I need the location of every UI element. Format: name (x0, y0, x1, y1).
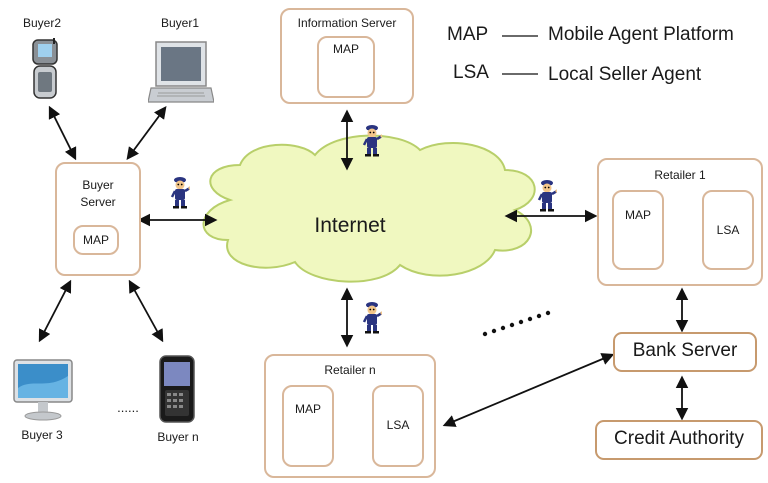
credit-authority-label: Credit Authority (614, 428, 744, 449)
arrow-buyer2-buyerserver (48, 105, 77, 161)
buyer-server-line1: Buyer (82, 178, 114, 192)
retailern-title: Retailer n (324, 363, 376, 377)
retailer1-map-box (612, 190, 664, 270)
bank-server-box (613, 332, 757, 372)
buyern-label: Buyer n (157, 430, 199, 444)
legend-lsa-abbr: LSA (453, 62, 489, 83)
retailers-ellipsis-dots (482, 310, 551, 337)
information-server-map-label: MAP (332, 42, 359, 56)
flip-phone-icon (30, 38, 60, 105)
information-server-map-box (317, 36, 375, 98)
legend-map-full: Mobile Agent Platform (548, 24, 734, 45)
bank-server-label: Bank Server (632, 340, 738, 361)
retailern-lsa-label: LSA (386, 418, 410, 432)
legend-lsa-full: Local Seller Agent (548, 64, 702, 85)
devices-ellipsis: ...... (117, 400, 139, 415)
internet-label: Internet (314, 214, 386, 237)
internet-cloud-icon (202, 134, 536, 283)
mobile-agent-icon (537, 178, 557, 212)
buyer-server-map-label: MAP (82, 233, 109, 247)
legend-map-abbr: MAP (447, 24, 489, 45)
retailern-lsa-box (372, 385, 424, 467)
buyer1-label: Buyer1 (160, 16, 200, 30)
arrow-retailern-bank (442, 353, 615, 427)
buyer-server-box (55, 162, 141, 276)
buyer-server-line2: Server (80, 195, 116, 209)
monitor-icon (12, 358, 74, 427)
retailer1-lsa-box (702, 190, 754, 270)
retailer1-title: Retailer 1 (654, 168, 706, 182)
retailern-map-box (282, 385, 334, 467)
buyer2-label: Buyer2 (22, 16, 62, 30)
retailer1-map-label: MAP (624, 208, 651, 222)
laptop-icon (147, 38, 215, 111)
arrow-buyer1-buyerserver (126, 105, 167, 161)
information-server-title: Information Server (297, 16, 397, 30)
smartphone-icon (158, 354, 196, 431)
mobile-agent-icon (170, 175, 190, 209)
credit-authority-box (595, 420, 763, 460)
arrow-buyerserver-buyern (128, 279, 164, 343)
buyer3-label: Buyer 3 (21, 428, 63, 442)
mobile-agent-icon (362, 300, 382, 334)
retailer1-lsa-label: LSA (716, 223, 740, 237)
buyer-server-map-box (73, 225, 119, 255)
arrow-buyerserver-buyer3 (38, 279, 72, 343)
retailern-map-label: MAP (294, 402, 321, 416)
